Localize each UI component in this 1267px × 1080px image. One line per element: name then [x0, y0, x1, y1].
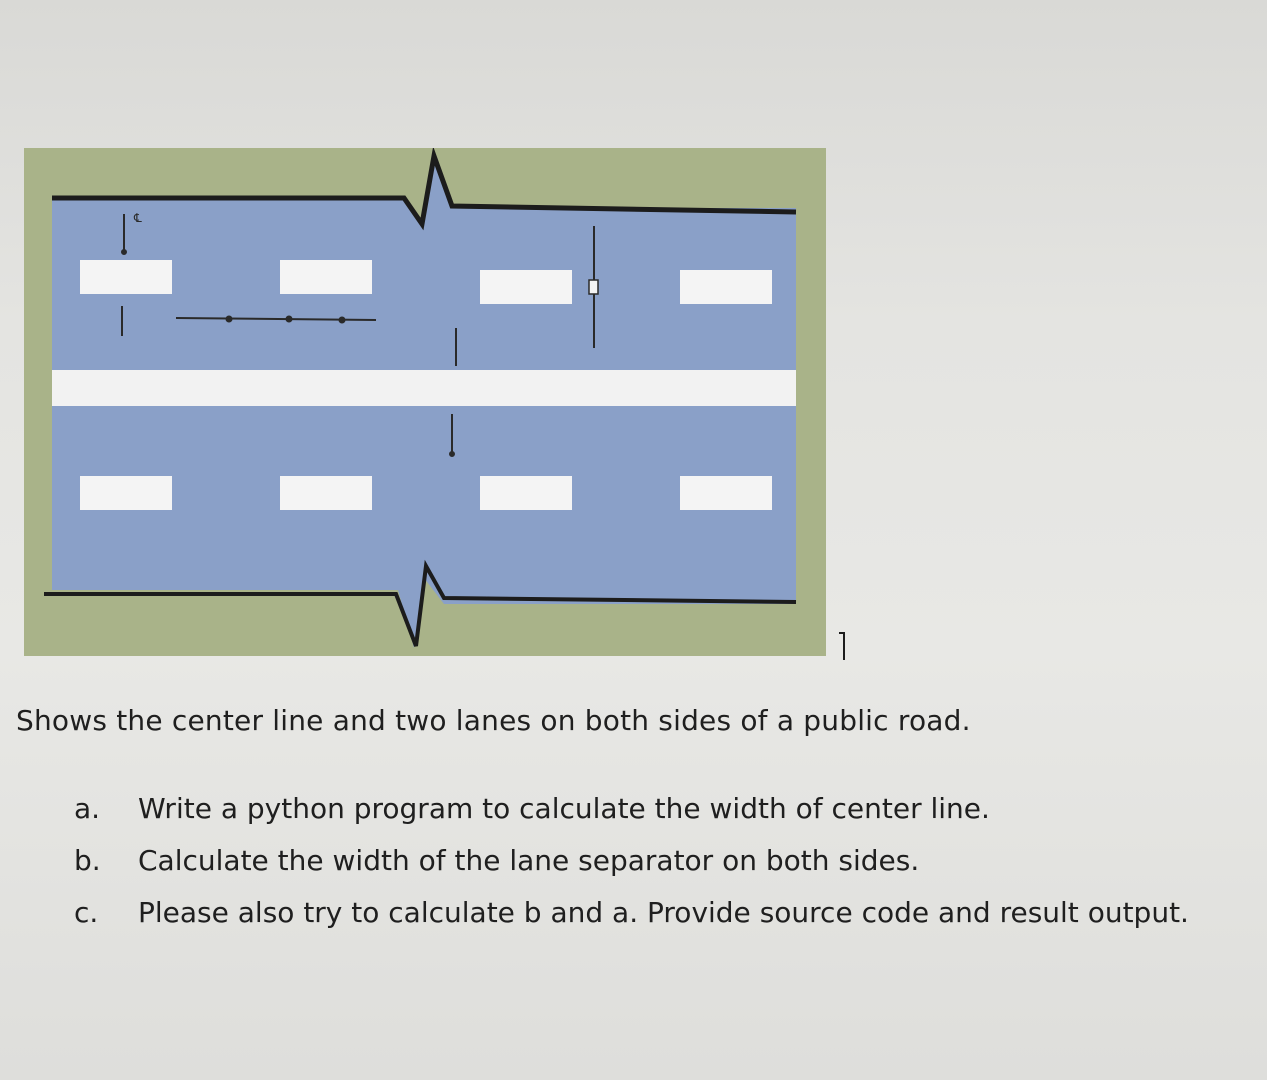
lane-marking	[680, 270, 772, 304]
text-cursor-mark	[839, 632, 845, 660]
road-edge-bottom	[44, 559, 797, 647]
lane-marking	[480, 476, 572, 510]
dimension-marks	[121, 214, 599, 457]
lane-marking	[280, 260, 372, 294]
lane-marking	[480, 270, 572, 304]
question-text: Calculate the width of the lane separato…	[138, 844, 920, 877]
lane-marking	[80, 260, 172, 294]
question-text: Please also try to calculate b and a. Pr…	[138, 896, 1189, 929]
road-edge-top	[52, 148, 797, 231]
center-line	[52, 370, 796, 406]
question-text: Write a python program to calculate the …	[138, 792, 990, 825]
question-marker: c.	[74, 896, 99, 929]
lane-marking	[280, 476, 372, 510]
question-marker: b.	[74, 844, 101, 877]
centerline-symbol: ℄	[133, 211, 142, 225]
lane-marking	[680, 476, 772, 510]
road-diagram: ℄	[24, 148, 826, 656]
figure-caption: Shows the center line and two lanes on b…	[16, 704, 971, 737]
lane-marking	[80, 476, 172, 510]
question-marker: a.	[74, 792, 101, 825]
